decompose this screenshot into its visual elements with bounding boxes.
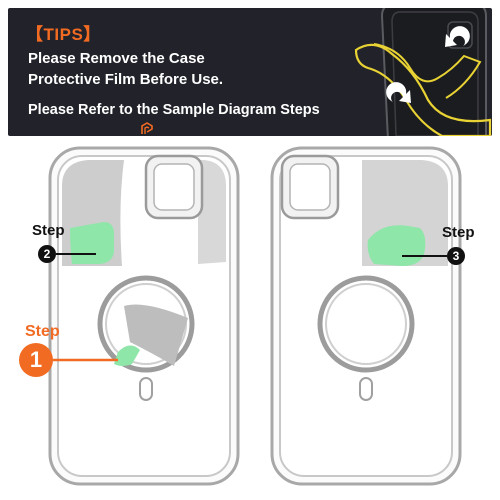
phone-case-right	[270, 146, 462, 486]
step3-number-badge: 3	[447, 247, 465, 265]
tips-banner: 【TIPS】 Please Remove the Case Protective…	[8, 8, 492, 136]
phone-case-left	[48, 146, 240, 486]
step1-number-badge: 1	[19, 343, 53, 377]
tips-line-1: Please Remove the Case	[28, 50, 205, 67]
tips-line-2: Protective Film Before Use.	[28, 71, 224, 88]
rotate-arrow-icon	[386, 26, 470, 103]
tips-badge: 【TIPS】	[26, 25, 101, 44]
film-tab-step2	[70, 222, 114, 264]
peeling-inner-film	[124, 304, 188, 366]
step1-label: Step	[25, 323, 60, 340]
film-tab-step1	[114, 345, 140, 366]
phone-case-outline-icon	[380, 8, 487, 136]
tips-line-3: Please Refer to the Sample Diagram Steps	[28, 102, 320, 118]
case-removal-illustration	[354, 8, 492, 136]
step2-number-badge: 2	[38, 245, 56, 263]
step3-label: Step	[442, 224, 475, 241]
brand-logo-icon	[141, 122, 153, 134]
step2-label: Step	[32, 222, 65, 239]
peeling-film-icon	[354, 43, 492, 136]
